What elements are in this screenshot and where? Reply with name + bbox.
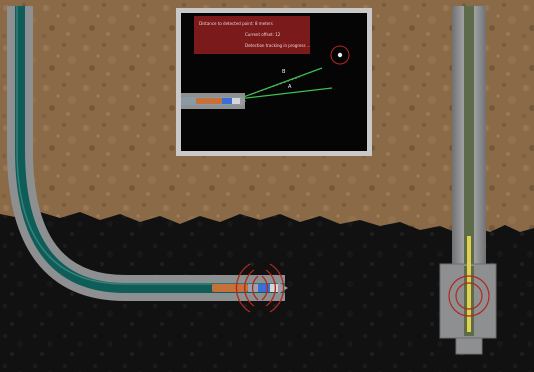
info-box: Distance to detected point: 8 meters Cur… xyxy=(194,16,311,54)
info-line-2: Current offset: 12 xyxy=(245,32,281,37)
inset-panel: Distance to detected point: 8 meters Cur… xyxy=(176,8,372,156)
info-line-3: Detection tracking in progress ... xyxy=(245,43,311,48)
info-line-1: Distance to detected point: 8 meters xyxy=(199,21,273,26)
beam-label-upper: B xyxy=(282,69,286,75)
beam-label-lower: A xyxy=(288,84,292,90)
